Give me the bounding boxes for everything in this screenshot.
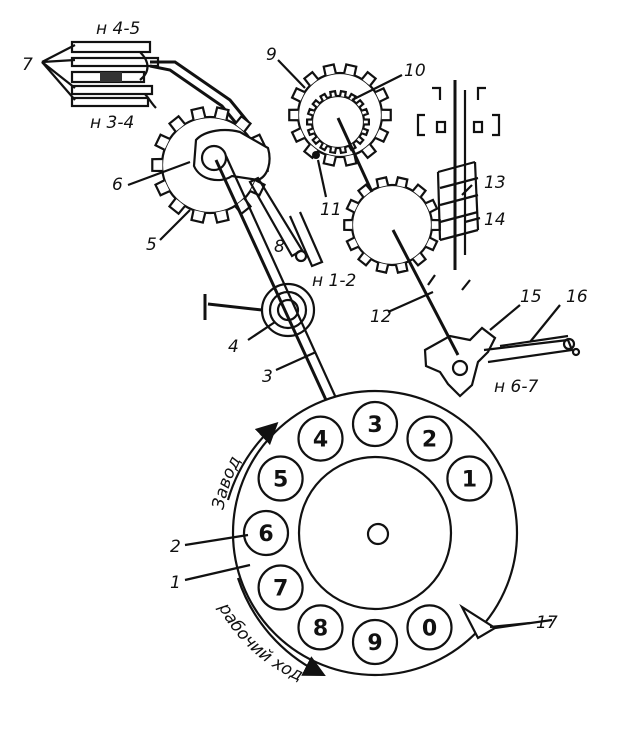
dial-digit-6: 6 [258,522,273,547]
label-17: 17 [536,613,558,633]
dial-digit-3: 3 [367,413,382,438]
dial-hole-8[interactable] [297,604,344,651]
dial-digit-4: 4 [313,428,328,453]
contact-spring-group-7 [41,40,250,129]
label-6: 6 [112,175,123,195]
dial-digit-5: 5 [273,468,288,493]
wind-arrow [226,421,279,501]
dial-finger-holes[interactable]: 12 3 45 6 78 9 0 [242,400,493,666]
label-h12: н 1-2 [312,271,356,291]
label-16: 16 [566,287,588,307]
gear-10 [305,89,371,159]
label-12: 12 [370,307,392,327]
dial-digit-7: 7 [273,577,288,602]
teeth9-tooth-ring [288,63,392,167]
label-3: 3 [262,367,273,387]
dial-hole-3[interactable] [351,400,399,448]
dial-digit-8: 8 [313,616,328,641]
label-h67: н 6-7 [494,377,538,397]
dial-disc-1[interactable] [231,389,519,677]
label-10: 10 [404,61,426,81]
dial-hole-5[interactable] [257,455,304,502]
label-9: 9 [266,45,277,65]
label-8: 8 [274,237,285,257]
label-11: 11 [320,200,342,220]
label-13: 13 [484,173,506,193]
dial-hole-9[interactable] [351,618,399,666]
gear-5 [151,106,271,224]
label-7: 7 [22,55,33,75]
dial-hole-1[interactable] [446,455,493,502]
label-h45: н 4-5 [96,19,140,39]
dial-digit-1: 1 [462,468,477,493]
leader-lines [127,59,561,630]
working-arrow [236,577,326,677]
dial-hole-4[interactable] [297,415,344,462]
governor-13-14 [416,80,501,291]
spring-4 [203,282,316,338]
gear-centrifugal [343,176,441,274]
dial-hole-7[interactable] [257,564,304,611]
label-4: 4 [228,337,239,357]
lever-8 [248,176,324,268]
dial-digit-2: 2 [422,428,437,453]
dial-digit-9: 9 [367,631,382,656]
pawl-15-16 [423,326,581,398]
dial-digit-0: 0 [422,616,437,641]
dial-hole-0[interactable] [406,604,453,651]
label-2: 2 [170,537,181,557]
label-1: 1 [170,573,181,593]
label-h34: н 3-4 [90,113,134,133]
dial-hole-2[interactable] [406,415,453,462]
label-5: 5 [146,235,157,255]
label-14: 14 [484,210,506,230]
teeth10-tooth-ring [305,89,371,155]
label-15: 15 [520,287,542,307]
dial-hole-6[interactable] [242,509,290,557]
